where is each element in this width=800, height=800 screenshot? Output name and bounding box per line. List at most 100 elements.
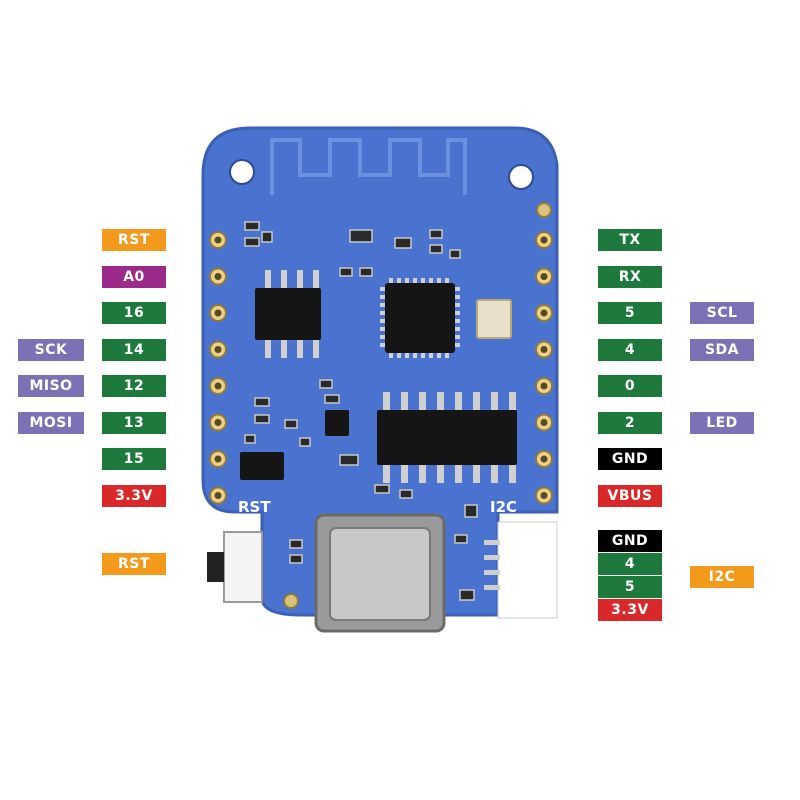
small-chip — [325, 410, 349, 436]
mounting-hole-right — [508, 164, 534, 190]
smd-component-10 — [254, 397, 270, 407]
smd-component-24 — [319, 379, 333, 389]
left-pin-label-5: 13 — [102, 412, 166, 434]
serial-lead-bottom-6 — [491, 465, 498, 483]
mcu-lead-top-6 — [437, 278, 441, 283]
mcu-lead-top-1 — [397, 278, 401, 283]
mcu-lead-top-7 — [445, 278, 449, 283]
smd-components — [244, 221, 478, 601]
mcu-lead-bottom-5 — [429, 353, 433, 358]
usb-c-port — [329, 527, 431, 621]
left-pad-2-hole — [214, 309, 222, 317]
left-pin-label-2: 16 — [102, 302, 166, 324]
smd-component-2 — [261, 231, 273, 243]
mcu-lead-bottom-4 — [421, 353, 425, 358]
left-pin-alt-3: SCK — [18, 339, 84, 361]
mcu-lead-left-4 — [380, 319, 385, 323]
smd-component-4 — [394, 237, 412, 249]
right-pin-alt-2: SCL — [690, 302, 754, 324]
smd-component-23 — [324, 394, 340, 404]
i2c-pin-label-2: 5 — [598, 576, 662, 598]
smd-component-11 — [254, 414, 270, 424]
left-pad-5-hole — [214, 419, 222, 426]
mcu-lead-right-1 — [455, 295, 460, 299]
smd-component-14 — [339, 454, 359, 466]
serial-lead-bottom-0 — [383, 465, 390, 483]
right-pin-label-7: VBUS — [598, 485, 662, 507]
i2c-connector-pin-0 — [484, 540, 500, 545]
left-pin-label-0: RST — [102, 229, 166, 251]
i2c-connector-pin-2 — [484, 570, 500, 575]
smd-component-19 — [289, 554, 303, 564]
reset-button-body — [223, 531, 263, 603]
crystal — [476, 299, 512, 339]
right-pad-4-hole — [540, 382, 548, 390]
smd-component-9 — [359, 267, 373, 277]
left-pad-7-hole — [214, 492, 222, 499]
mcu-lead-right-2 — [455, 303, 460, 307]
serial-lead-bottom-4 — [455, 465, 462, 483]
smd-component-1 — [244, 237, 260, 247]
mcu-lead-left-0 — [380, 287, 385, 291]
flash-lead-top-3 — [313, 270, 319, 288]
smd-component-12 — [284, 419, 298, 429]
reset-button-label: RST — [102, 553, 166, 575]
smd-component-6 — [429, 244, 443, 254]
left-pad-0-hole — [214, 236, 222, 244]
right-pad-3-hole — [540, 346, 548, 353]
test-pad-top — [536, 202, 552, 218]
flash-lead-top-1 — [281, 270, 287, 288]
i2c-connector-pin-1 — [484, 555, 500, 560]
left-pin-label-7: 3.3V — [102, 485, 166, 507]
right-pad-6-hole — [540, 455, 548, 463]
mcu-lead-top-0 — [389, 278, 393, 283]
right-pin-label-1: RX — [598, 266, 662, 288]
i2c-connector-pins — [484, 540, 500, 590]
serial-lead-top-6 — [491, 392, 498, 410]
i2c-pin-label-3: 3.3V — [598, 599, 662, 621]
left-pin-label-4: 12 — [102, 375, 166, 397]
right-pad-1-hole — [540, 273, 548, 280]
right-pad-7-hole — [540, 492, 548, 499]
flash-lead-top-2 — [297, 270, 303, 288]
smd-component-22 — [459, 589, 475, 601]
mcu-lead-top-3 — [413, 278, 417, 283]
mcu-lead-right-3 — [455, 311, 460, 315]
right-pad-5-hole — [540, 419, 548, 426]
left-pin-label-1: A0 — [102, 266, 166, 288]
mcu-lead-right-6 — [455, 335, 460, 339]
left-pin-label-6: 15 — [102, 448, 166, 470]
left-header-pads — [209, 231, 227, 505]
usb-serial-chip — [377, 410, 517, 465]
flash-lead-bottom-0 — [265, 340, 271, 358]
left-pin-label-3: 14 — [102, 339, 166, 361]
right-pin-label-2: 5 — [598, 302, 662, 324]
test-pad — [283, 593, 299, 609]
flash-lead-top-0 — [265, 270, 271, 288]
mcu-lead-top-5 — [429, 278, 433, 283]
serial-lead-top-3 — [437, 392, 444, 410]
smd-component-13 — [299, 437, 311, 447]
right-pad-2-hole — [540, 309, 548, 317]
mcu-lead-left-5 — [380, 327, 385, 331]
smd-component-7 — [449, 249, 461, 259]
right-pin-label-4: 0 — [598, 375, 662, 397]
mcu-lead-top-2 — [405, 278, 409, 283]
serial-lead-top-5 — [473, 392, 480, 410]
right-pad-0-hole — [540, 236, 548, 244]
smd-component-18 — [289, 539, 303, 549]
mcu-lead-left-6 — [380, 335, 385, 339]
mcu-lead-left-3 — [380, 311, 385, 315]
mcu-lead-bottom-0 — [389, 353, 393, 358]
mcu-lead-right-4 — [455, 319, 460, 323]
serial-lead-top-7 — [509, 392, 516, 410]
right-pin-label-0: TX — [598, 229, 662, 251]
smd-component-3 — [349, 229, 373, 243]
flash-lead-bottom-2 — [297, 340, 303, 358]
right-pin-label-6: GND — [598, 448, 662, 470]
right-pin-alt-5: LED — [690, 412, 754, 434]
reset-button-actuator — [207, 552, 224, 582]
serial-lead-top-0 — [383, 392, 390, 410]
